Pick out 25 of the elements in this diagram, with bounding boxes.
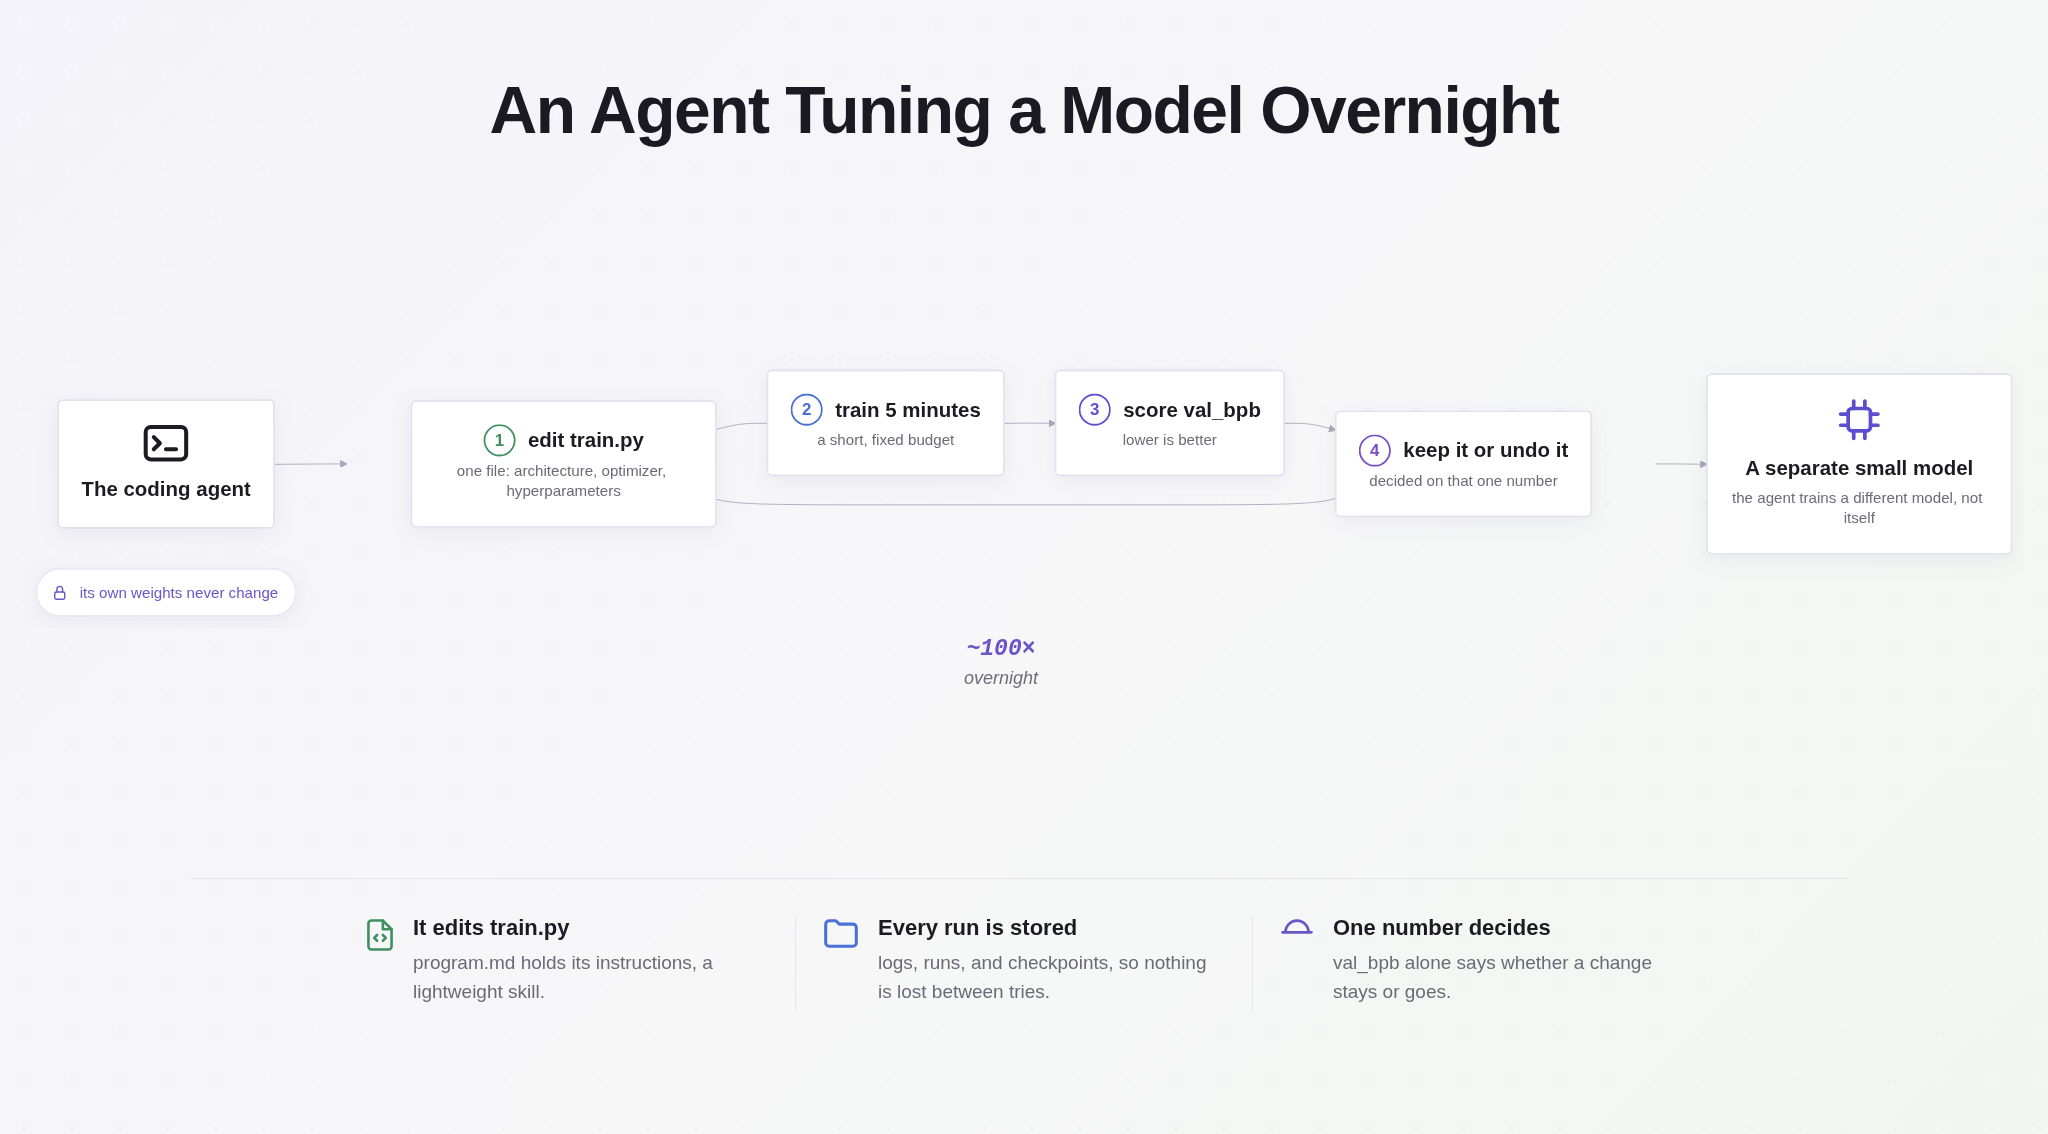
node-description: the agent trains a different model, not itself <box>1731 488 1984 529</box>
node-description: lower is better <box>1122 430 1217 451</box>
node-title: edit train.py <box>527 428 644 452</box>
node-title: The coding agent <box>81 477 251 501</box>
feature-text: logs, runs, and checkpoints, so nothing is lost between tries. <box>878 951 1208 1004</box>
node-description: one file: architecture, optimizer, hyperparameters <box>455 461 668 502</box>
node-title: score val_bpb <box>1123 397 1261 421</box>
title: An Agent Tuning a Model Overnight <box>489 72 1559 148</box>
node-title: keep it or undo it <box>1403 438 1569 462</box>
node-title: train 5 minutes <box>835 397 981 421</box>
iteration-count: ~100× <box>966 636 1036 662</box>
step-number: 2 <box>790 393 823 426</box>
feature-heading: Every run is stored <box>878 915 1078 941</box>
caption-text: overnight <box>964 668 1039 689</box>
step-number: 4 <box>1358 434 1391 467</box>
feature-heading: It edits train.py <box>413 915 570 941</box>
step-number: 1 <box>483 424 516 457</box>
feature-text: val_bpb alone says whether a change stays or goes. <box>1333 951 1653 1004</box>
feature-heading: One number decides <box>1333 915 1551 941</box>
node-description: decided on that one number <box>1369 471 1558 492</box>
node-description: a short, fixed budget <box>817 430 955 451</box>
step-number: 3 <box>1078 393 1111 426</box>
node-title: A separate small model <box>1745 456 1974 480</box>
note-text: its own weights never change <box>79 584 279 602</box>
feature-text: program.md holds its instructions, a lightweight skill. <box>413 951 714 1004</box>
